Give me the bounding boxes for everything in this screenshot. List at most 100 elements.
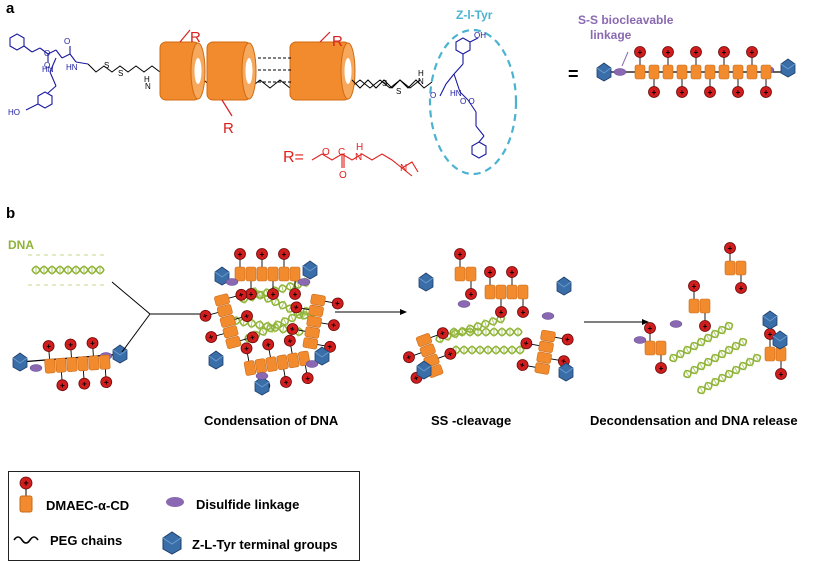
cd-unit bbox=[77, 356, 89, 372]
charge-bead bbox=[282, 333, 297, 348]
cd-unit bbox=[699, 298, 711, 314]
r-atom-h: H bbox=[356, 142, 363, 153]
atom-o-2: O bbox=[44, 61, 50, 70]
charge-bead bbox=[760, 86, 772, 98]
right-linker-chain bbox=[351, 79, 433, 89]
charge-bead bbox=[261, 337, 276, 352]
cd-unit bbox=[256, 266, 268, 282]
charge-bead bbox=[515, 358, 530, 372]
tyr-cap bbox=[302, 260, 318, 280]
charge-bead bbox=[746, 46, 758, 58]
atom-ho: HO bbox=[8, 108, 20, 117]
cd-unit bbox=[267, 266, 279, 282]
cd-unit bbox=[245, 266, 257, 282]
panel-a-label: a bbox=[6, 0, 15, 17]
ss-bead bbox=[255, 372, 269, 380]
cd-unit bbox=[517, 284, 529, 300]
cd-unit bbox=[234, 266, 246, 282]
cd-unit bbox=[286, 352, 300, 369]
atom-hn-3: HN bbox=[450, 89, 462, 98]
cd-unit bbox=[655, 340, 667, 356]
atom-s-3: S bbox=[382, 79, 387, 88]
cd-unit bbox=[309, 293, 327, 307]
polymer-free bbox=[12, 336, 128, 392]
legend-cd-item: + DMAEC-α-CD bbox=[19, 476, 129, 513]
atom-s-4: S bbox=[396, 87, 401, 96]
cd-rod bbox=[198, 287, 260, 350]
cd-unit bbox=[308, 304, 325, 318]
ss-bead bbox=[297, 278, 311, 286]
atom-s-2: S bbox=[118, 69, 123, 78]
cyclodextrin-rings bbox=[159, 41, 356, 101]
arrow-2 bbox=[584, 319, 649, 325]
cd-unit bbox=[495, 284, 507, 300]
charge-bead bbox=[495, 306, 507, 318]
cd-rod bbox=[454, 248, 477, 300]
charge-bead bbox=[699, 320, 711, 332]
cd-unit bbox=[676, 64, 688, 80]
cd-unit bbox=[254, 358, 268, 375]
cd-rod bbox=[515, 329, 575, 375]
cd-unit bbox=[534, 362, 551, 375]
r-label-3: R bbox=[332, 33, 343, 50]
cd-rod bbox=[764, 328, 787, 380]
cd-unit bbox=[662, 64, 674, 80]
charge-bead bbox=[690, 46, 702, 58]
cd-unit bbox=[306, 315, 323, 329]
legend-label-peg: PEG chains bbox=[50, 533, 122, 548]
ss-bead bbox=[305, 360, 319, 368]
dna-released bbox=[633, 242, 788, 398]
r-atom-n-2: N bbox=[400, 163, 407, 174]
cd-rod bbox=[484, 266, 529, 318]
r-formula-prefix: R= bbox=[283, 149, 304, 166]
charge-bead bbox=[517, 306, 529, 318]
cd-unit bbox=[44, 358, 56, 374]
charge-bead bbox=[775, 368, 787, 380]
atom-oo: O O bbox=[460, 97, 475, 106]
ss-bead bbox=[457, 300, 471, 308]
merge-lines bbox=[111, 281, 200, 353]
cd-unit bbox=[746, 64, 758, 80]
cd-unit bbox=[278, 266, 290, 282]
cd-unit bbox=[724, 260, 736, 276]
panel-b-label: b bbox=[6, 205, 15, 222]
dna-polyplex-cleaved bbox=[401, 248, 575, 386]
ztyr-highlight-circle bbox=[428, 28, 518, 176]
charge-bead bbox=[484, 266, 496, 278]
r-group-structure bbox=[311, 153, 419, 177]
charge-bead bbox=[676, 86, 688, 98]
cd-unit bbox=[539, 329, 557, 343]
charge-bead bbox=[506, 266, 518, 278]
tyr-cap bbox=[208, 350, 224, 370]
charge-bead bbox=[234, 287, 249, 303]
cd-unit bbox=[732, 64, 744, 80]
cd-unit bbox=[648, 64, 660, 80]
legend-tyr-item: Z-L-Tyr terminal groups bbox=[162, 531, 338, 555]
charge-bead bbox=[278, 248, 290, 260]
cd-unit bbox=[265, 356, 279, 373]
legend-charge-icon: + bbox=[19, 476, 33, 490]
ss-label-line2: linkage bbox=[590, 28, 632, 42]
cd-unit bbox=[276, 354, 289, 371]
r-label-2: R bbox=[223, 120, 234, 137]
charge-bead bbox=[77, 377, 91, 391]
cd-unit bbox=[88, 355, 100, 371]
atom-o-4: O bbox=[430, 91, 436, 100]
cd-unit bbox=[704, 64, 716, 80]
cd-rod bbox=[634, 46, 772, 98]
charge-bead bbox=[644, 322, 656, 334]
legend-label-disulfide: Disulfide linkage bbox=[196, 497, 299, 512]
cd-unit bbox=[66, 356, 78, 373]
ss-label-arrow bbox=[621, 51, 629, 67]
legend-box bbox=[8, 471, 360, 561]
arrow-1 bbox=[335, 309, 407, 315]
charge-bead bbox=[203, 329, 219, 345]
r-atom-o-2: O bbox=[339, 170, 347, 181]
charge-bead bbox=[724, 242, 736, 254]
cd-rod bbox=[285, 293, 345, 354]
cd-rod bbox=[688, 280, 711, 332]
charge-bead bbox=[239, 341, 254, 356]
charge-bead bbox=[234, 248, 246, 260]
left-linker-chain bbox=[87, 63, 161, 73]
